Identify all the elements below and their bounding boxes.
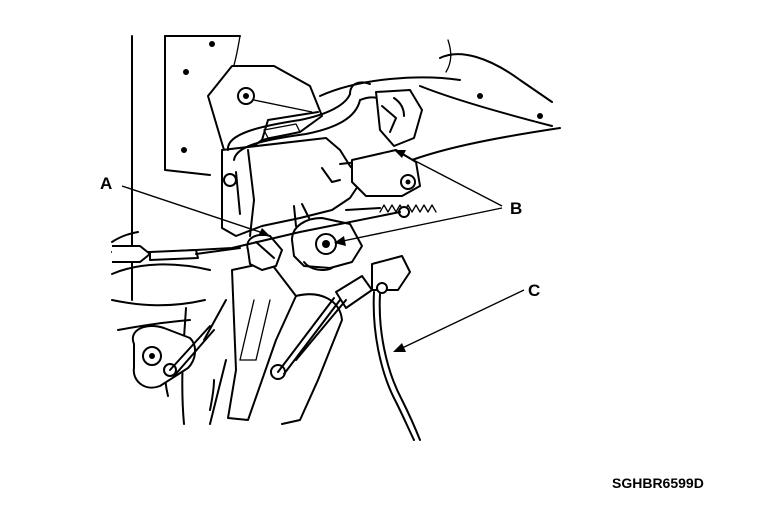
leader-b-upper: [397, 151, 503, 207]
switch-assembly: [351, 89, 423, 197]
arrow-c: [393, 343, 406, 352]
arrow-b-lower: [334, 236, 346, 246]
arrow-b-upper: [394, 150, 406, 158]
callout-label-b: B: [510, 199, 522, 218]
rear-cable: [295, 255, 421, 441]
leader-top: [253, 99, 313, 113]
return-spring: [345, 204, 437, 218]
brake-lever-arm: [203, 261, 343, 425]
leader-b-lower: [337, 207, 503, 243]
pull-rod: [111, 211, 401, 263]
leader-a: [121, 185, 267, 235]
callout-label-c: C: [528, 281, 540, 300]
callout-leaders: [121, 99, 525, 352]
figure-code: SGHBR6599D: [612, 475, 704, 491]
mounting-foot: [131, 297, 341, 389]
leader-c: [397, 289, 525, 351]
callout-label-a: A: [100, 174, 112, 193]
ratchet-bracket: [207, 65, 363, 237]
arrow-a: [258, 228, 270, 236]
